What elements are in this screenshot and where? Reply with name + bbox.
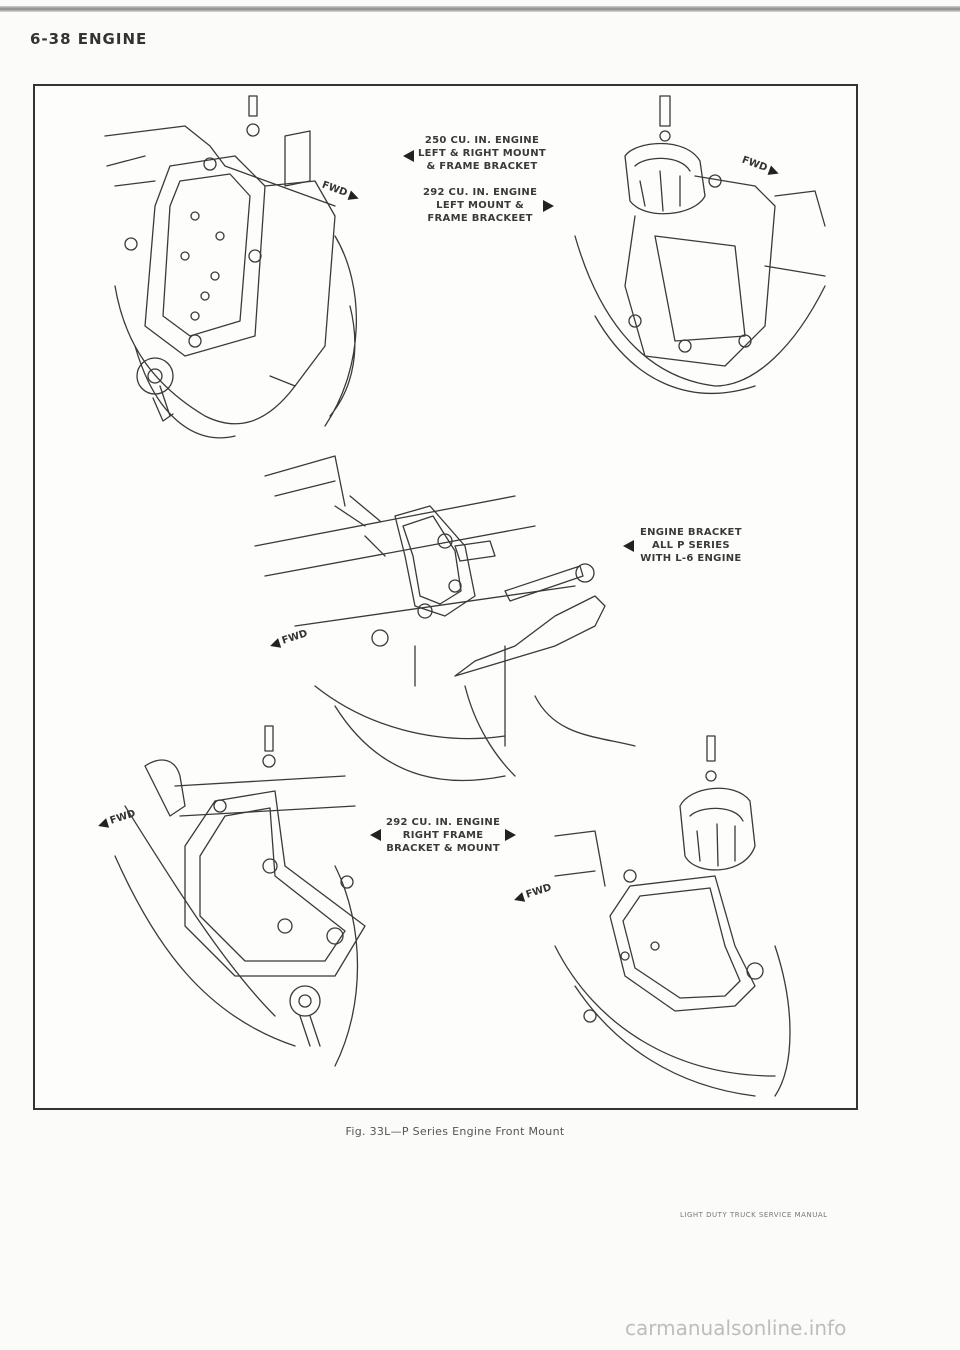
callout-line: 292 CU. IN. ENGINE bbox=[423, 187, 538, 198]
callout-line: WITH L-6 ENGINE bbox=[640, 553, 742, 564]
footer-manual-title: LIGHT DUTY TRUCK SERVICE MANUAL bbox=[680, 1211, 828, 1219]
figure-frame: 250 CU. IN. ENGINE LEFT & RIGHT MOUNT & … bbox=[33, 84, 858, 1110]
callout-engine-bracket: ENGINE BRACKET ALL P SERIES WITH L-6 ENG… bbox=[623, 526, 742, 565]
callout-line: FRAME BRACKEET bbox=[427, 213, 533, 224]
callout-line: 292 CU. IN. ENGINE bbox=[386, 817, 501, 828]
illustration-250-mount bbox=[104, 95, 358, 439]
callout-line: ENGINE BRACKET bbox=[640, 527, 742, 538]
arrow-left-icon bbox=[623, 540, 634, 552]
arrow-right-icon bbox=[543, 200, 555, 212]
page-header: 6-38 ENGINE bbox=[30, 30, 148, 48]
arrow-left-icon bbox=[370, 829, 381, 841]
callout-line: RIGHT FRAME bbox=[402, 830, 484, 841]
callout-292-right-frame: 292 CU. IN. ENGINE RIGHT FRAME BRACKET &… bbox=[370, 816, 517, 855]
callout-line: ALL P SERIES bbox=[651, 540, 730, 551]
figure-caption: Fig. 33L—P Series Engine Front Mount bbox=[345, 1125, 565, 1138]
callout-250-engine: 250 CU. IN. ENGINE LEFT & RIGHT MOUNT & … bbox=[403, 134, 546, 173]
illustration-292-right-bracket bbox=[554, 735, 791, 1097]
callout-line: 250 CU. IN. ENGINE bbox=[424, 135, 540, 146]
illustration-292-left-mount bbox=[574, 95, 826, 394]
callout-line: LEFT & RIGHT MOUNT bbox=[418, 148, 547, 159]
callout-292-left-mount: 292 CU. IN. ENGINE LEFT MOUNT & FRAME BR… bbox=[423, 186, 555, 225]
callout-line: LEFT MOUNT & bbox=[436, 200, 525, 211]
callout-line: & FRAME BRACKET bbox=[426, 161, 538, 172]
arrow-left-icon bbox=[403, 150, 414, 162]
engine-mount-illustration bbox=[104, 95, 826, 1097]
top-rule bbox=[0, 6, 960, 12]
callout-line: BRACKET & MOUNT bbox=[386, 843, 500, 854]
illustration-292-right-mount bbox=[114, 725, 366, 1067]
arrow-right-icon bbox=[505, 829, 517, 841]
illustration-l6-bracket bbox=[254, 455, 636, 782]
watermark: carmanualsonline.info bbox=[625, 1316, 847, 1340]
